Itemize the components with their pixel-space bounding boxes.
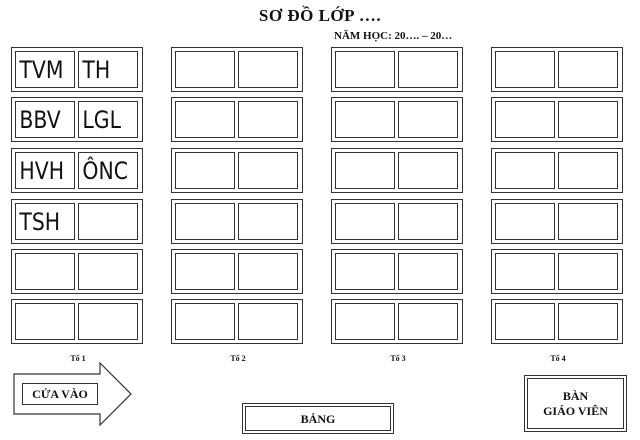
seat-left xyxy=(495,152,555,189)
teacher-desk: BÀN GIÁO VIÊN xyxy=(524,375,627,432)
seat-right xyxy=(398,101,458,138)
group-label: Tổ 4 xyxy=(550,354,566,363)
seat-left: TSH xyxy=(15,203,75,240)
seat-right xyxy=(558,152,618,189)
seat-right xyxy=(238,101,298,138)
desk xyxy=(491,299,623,344)
seat-right xyxy=(398,51,458,88)
student-initials: HVH xyxy=(19,157,65,185)
student-initials: TH xyxy=(82,56,111,84)
seat-left xyxy=(495,203,555,240)
seat-right xyxy=(78,253,138,290)
desk xyxy=(171,148,303,193)
seat-left xyxy=(335,253,395,290)
desk xyxy=(11,299,143,344)
student-initials: BBV xyxy=(19,106,61,134)
seat-left xyxy=(335,203,395,240)
seat-left: TVM xyxy=(15,51,75,88)
seat-left xyxy=(175,101,235,138)
seat-left xyxy=(335,101,395,138)
seat-right xyxy=(558,51,618,88)
school-year: NĂM HỌC: 20…. – 20… xyxy=(334,30,453,42)
seat-left xyxy=(495,303,555,340)
seat-right: TH xyxy=(78,51,138,88)
seat-left xyxy=(335,152,395,189)
desk xyxy=(331,47,463,92)
teacher-desk-label: BÀN GIÁO VIÊN xyxy=(527,378,624,429)
seat-left xyxy=(495,51,555,88)
seat-left: HVH xyxy=(15,152,75,189)
seat-left xyxy=(175,253,235,290)
seat-right: ÔNC xyxy=(78,152,138,189)
desk xyxy=(491,148,623,193)
seat-left xyxy=(495,101,555,138)
desk xyxy=(171,97,303,142)
seat-left xyxy=(15,253,75,290)
seat-left xyxy=(335,303,395,340)
desk: BBV LGL xyxy=(11,97,143,142)
seat-right xyxy=(78,303,138,340)
desk xyxy=(171,47,303,92)
desk xyxy=(331,249,463,294)
seat-right xyxy=(238,253,298,290)
desk xyxy=(491,199,623,244)
seat-right xyxy=(398,152,458,189)
seat-right xyxy=(558,203,618,240)
teacher-desk-label-line-2: GIÁO VIÊN xyxy=(543,404,608,418)
blackboard: BẢNG xyxy=(242,403,394,434)
group-label: Tổ 1 xyxy=(70,354,86,363)
desk xyxy=(171,199,303,244)
teacher-desk-label-line-1: BÀN xyxy=(562,389,589,403)
desk: HVH ÔNC xyxy=(11,148,143,193)
seat-right xyxy=(398,203,458,240)
seat-right xyxy=(398,303,458,340)
seat-left xyxy=(495,253,555,290)
desk xyxy=(331,199,463,244)
seat-left xyxy=(175,51,235,88)
desk xyxy=(491,47,623,92)
desk: TVM TH xyxy=(11,47,143,92)
desk xyxy=(171,299,303,344)
seat-right: LGL xyxy=(78,101,138,138)
student-initials: ÔNC xyxy=(82,157,128,185)
desk xyxy=(491,249,623,294)
seat-left xyxy=(175,152,235,189)
group-label: Tổ 3 xyxy=(390,354,406,363)
seat-right xyxy=(558,303,618,340)
seat-right xyxy=(558,253,618,290)
entrance-label: CỬA VÀO xyxy=(22,383,98,405)
student-initials: TVM xyxy=(19,56,64,84)
page-title: SƠ ĐỒ LỚP …. xyxy=(258,6,382,25)
seat-left xyxy=(15,303,75,340)
desk xyxy=(331,299,463,344)
seat-left xyxy=(175,303,235,340)
seat-right xyxy=(238,51,298,88)
desk xyxy=(491,97,623,142)
group-label: Tổ 2 xyxy=(230,354,246,363)
student-initials: TSH xyxy=(19,208,61,236)
desk xyxy=(331,148,463,193)
seat-right xyxy=(78,203,138,240)
board-label: BẢNG xyxy=(245,406,391,431)
desk xyxy=(171,249,303,294)
desk: TSH xyxy=(11,199,143,244)
desk xyxy=(331,97,463,142)
student-initials: LGL xyxy=(82,106,121,134)
seat-right xyxy=(558,101,618,138)
seat-left: BBV xyxy=(15,101,75,138)
seat-right xyxy=(398,253,458,290)
seat-right xyxy=(238,303,298,340)
seat-right xyxy=(238,203,298,240)
seat-right xyxy=(238,152,298,189)
seat-left xyxy=(335,51,395,88)
desk xyxy=(11,249,143,294)
seat-left xyxy=(175,203,235,240)
